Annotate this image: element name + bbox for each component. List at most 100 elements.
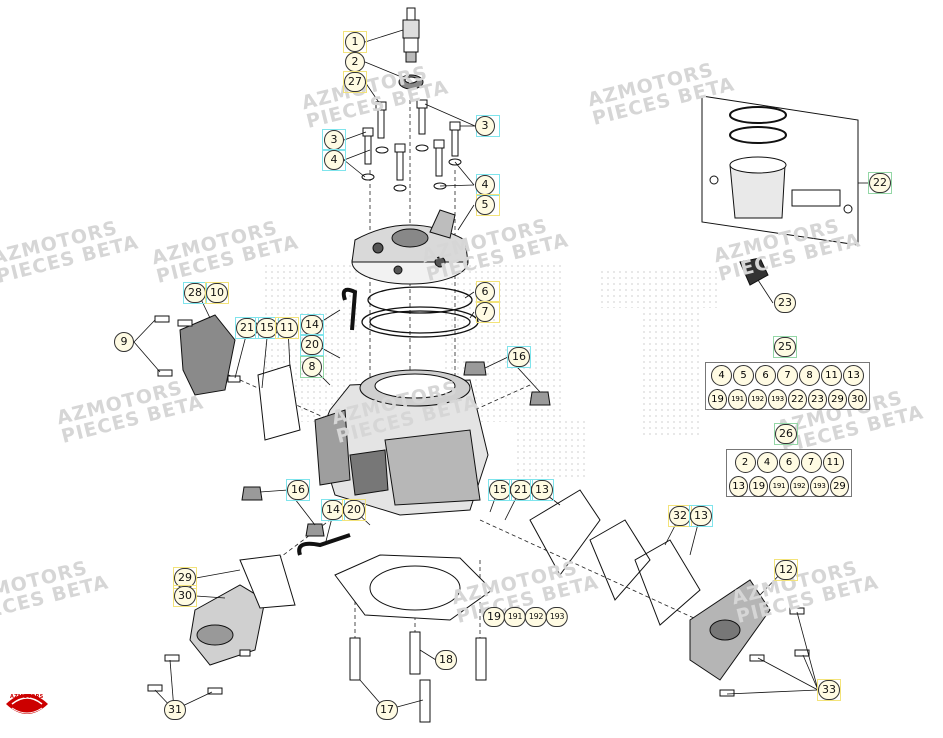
callout-box [773, 336, 797, 358]
valve-housing [189, 554, 296, 666]
callout-part-33[interactable]: 33 [818, 680, 840, 700]
callout-part-16[interactable]: 16 [508, 347, 530, 367]
callout-part-10[interactable]: 10 [206, 283, 228, 303]
callout-part-193[interactable]: 193 [545, 607, 569, 627]
callout-part-7[interactable]: 7 [475, 302, 495, 322]
callout-part-9[interactable]: 9 [114, 332, 134, 352]
callout-part-31[interactable]: 31 [164, 700, 186, 720]
callout-part-21[interactable]: 21 [510, 480, 532, 500]
kit-25-item: 19 [708, 389, 727, 410]
callout-part-14[interactable]: 14 [301, 315, 323, 335]
callout-part-27[interactable]: 27 [344, 72, 366, 92]
callout-part-13[interactable]: 13 [531, 480, 553, 500]
callout-part-11[interactable]: 11 [276, 318, 298, 338]
callout-box [322, 149, 346, 171]
callout-box [530, 479, 554, 501]
housing-bolts [147, 649, 251, 695]
background-logo [262, 262, 720, 480]
callout-part-20[interactable]: 20 [301, 335, 323, 355]
callout-part-2[interactable]: 2 [345, 52, 365, 72]
leader-lines [133, 29, 868, 711]
logo-text: AZMOTORS [10, 694, 44, 700]
callout-part-15[interactable]: 15 [256, 318, 278, 338]
callout-part-12[interactable]: 12 [775, 560, 797, 580]
callout-part-8[interactable]: 8 [302, 357, 322, 377]
kit-26-item: 193 [809, 476, 829, 497]
kit-25-item: 192 [748, 389, 767, 410]
piston-kit [701, 95, 859, 246]
callout-box [286, 479, 310, 501]
kit-26-item: 192 [789, 476, 809, 497]
kit-26-item: 191 [769, 476, 789, 497]
callout-box [275, 317, 299, 339]
kit-25-item: 7 [777, 365, 798, 386]
callout-box [774, 423, 798, 445]
callout-box [342, 499, 366, 521]
cylinder-head [351, 209, 469, 285]
callout-part-20[interactable]: 20 [343, 500, 365, 520]
kit-25-item: 30 [848, 389, 867, 410]
callout-part-4[interactable]: 4 [324, 150, 344, 170]
callout-box [173, 585, 197, 607]
callout-part-30[interactable]: 30 [174, 586, 196, 606]
callout-kit-25[interactable]: 25 [774, 337, 796, 357]
cap-nuts [241, 361, 551, 537]
callout-box [817, 679, 841, 701]
base-gasket [334, 554, 493, 621]
callout-part-32[interactable]: 32 [669, 506, 691, 526]
callout-box [300, 356, 324, 378]
kit-25-item: 8 [799, 365, 820, 386]
callout-part-191[interactable]: 191 [503, 607, 527, 627]
kit-25-item: 4 [711, 365, 732, 386]
kit-25-item: 23 [808, 389, 827, 410]
kit-26-item: 19 [749, 476, 769, 497]
callout-part-19[interactable]: 19 [483, 607, 505, 627]
reed-block [739, 257, 769, 286]
kit-25-item: 22 [788, 389, 807, 410]
kit-26-item: 2 [734, 452, 756, 473]
sealing-washer [398, 74, 424, 90]
callout-part-3[interactable]: 3 [324, 130, 344, 150]
callout-part-13[interactable]: 13 [690, 506, 712, 526]
callout-part-4[interactable]: 4 [475, 175, 495, 195]
callout-part-17[interactable]: 17 [376, 700, 398, 720]
callout-part-1[interactable]: 1 [345, 32, 365, 52]
kit-25-item: 29 [828, 389, 847, 410]
water-hose [297, 533, 351, 556]
kit-26-item: 13 [728, 476, 749, 497]
exhaust-bolts [719, 607, 810, 697]
callout-part-23[interactable]: 23 [774, 293, 796, 313]
callout-part-15[interactable]: 15 [489, 480, 511, 500]
callout-box [205, 282, 229, 304]
callout-box [507, 346, 531, 368]
kit-26-table: 2 4 6 7 11 13 19 191 192 193 29 [726, 449, 852, 497]
kit-25-item: 13 [843, 365, 864, 386]
kit-25-item: 11 [821, 365, 842, 386]
callout-part-5[interactable]: 5 [475, 195, 495, 215]
callout-part-28[interactable]: 28 [184, 283, 206, 303]
kit-25-item: 5 [733, 365, 754, 386]
kit-26-item: 29 [829, 476, 850, 497]
azmotors-logo [6, 694, 48, 714]
callout-part-3[interactable]: 3 [475, 116, 495, 136]
callout-part-16[interactable]: 16 [287, 480, 309, 500]
kit-26-item: 11 [822, 452, 844, 473]
callout-box [774, 559, 798, 581]
callout-part-14[interactable]: 14 [322, 500, 344, 520]
dowel-pins [349, 631, 487, 723]
callout-box [689, 505, 713, 527]
cylinder-block [314, 369, 489, 516]
kit-26-item: 6 [778, 452, 800, 473]
callout-part-6[interactable]: 6 [475, 282, 495, 302]
exhaust-cover [689, 579, 771, 681]
kit-25-item: 193 [768, 389, 787, 410]
kit-25-item: 191 [728, 389, 747, 410]
callout-part-22[interactable]: 22 [869, 173, 891, 193]
callout-part-18[interactable]: 18 [435, 650, 457, 670]
kit-25-item: 6 [755, 365, 776, 386]
callout-kit-26[interactable]: 26 [775, 424, 797, 444]
kit-25-table: 4 5 6 7 8 11 13 19 191 192 193 22 23 29 … [705, 362, 870, 410]
callout-part-192[interactable]: 192 [524, 607, 548, 627]
